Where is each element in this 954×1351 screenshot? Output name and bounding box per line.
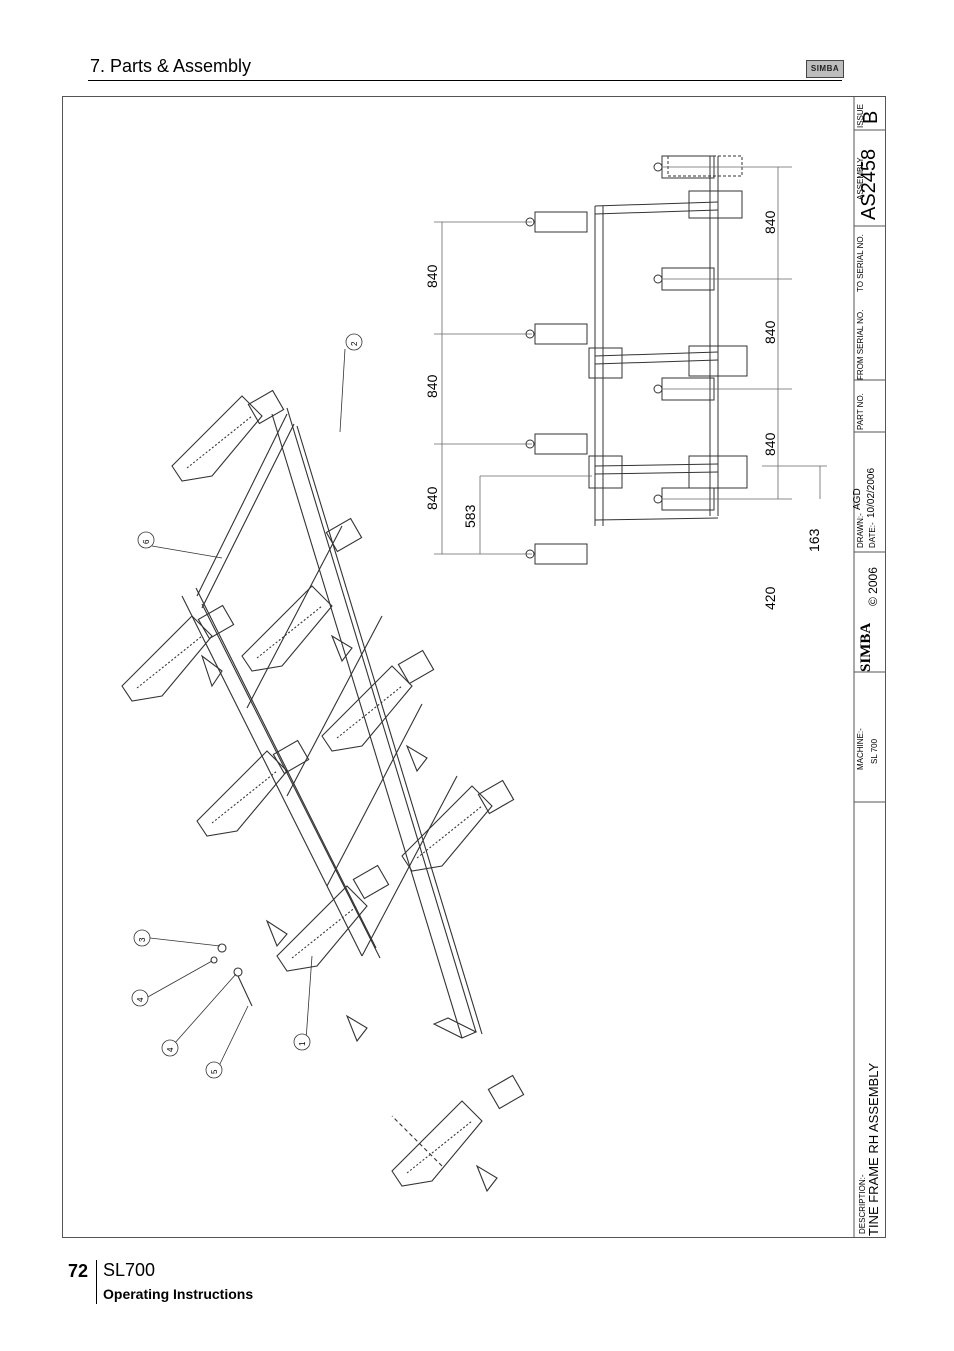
title-block — [853, 96, 886, 1238]
title-block-logo: SIMBA — [858, 622, 874, 672]
footer-divider — [96, 1260, 97, 1304]
page-number: 72 — [68, 1261, 89, 1281]
dim-840-f: 840 — [762, 432, 778, 456]
drawn-label: DRAWN:- — [856, 513, 865, 548]
callout-3: 3 — [138, 937, 147, 942]
dim-840-a: 840 — [424, 264, 440, 288]
dim-163: 163 — [806, 528, 822, 552]
part-no-label: PART NO. — [856, 393, 865, 430]
dim-840-b: 840 — [424, 374, 440, 398]
callout-leaders — [145, 348, 346, 1069]
callout-circles — [131, 333, 363, 1079]
dim-840-c: 840 — [424, 486, 440, 510]
header-rule — [88, 80, 842, 81]
dim-583: 583 — [462, 504, 478, 528]
machine-label: MACHINE:- — [856, 728, 865, 770]
drawing-frame — [62, 96, 886, 1238]
plan-view — [434, 155, 827, 565]
section-title: 7. Parts & Assembly — [90, 56, 252, 76]
isometric-view — [121, 389, 525, 1193]
loose-hardware — [210, 943, 253, 1007]
dim-840-e: 840 — [762, 320, 778, 344]
tine-units-right — [653, 155, 715, 511]
dim-840-d: 840 — [762, 210, 778, 234]
callout-1: 1 — [298, 1041, 307, 1046]
issue-value: B — [860, 110, 882, 124]
from-serial-label: FROM SERIAL NO. — [856, 309, 865, 380]
footer-subtitle: Operating Instructions — [103, 1286, 254, 1302]
assembly-number: AS2458 — [858, 148, 880, 220]
callout-4b: 4 — [166, 1047, 175, 1052]
drawn-value: AGD — [852, 488, 863, 510]
to-serial-label: TO SERIAL NO. — [856, 234, 865, 292]
model-name: SL700 — [103, 1260, 156, 1280]
description-value: TINE FRAME RH ASSEMBLY — [866, 1062, 881, 1236]
assembly-drawing — [121, 96, 886, 1238]
simba-logo: SIMBA — [806, 60, 844, 78]
tine-units-left — [525, 211, 588, 565]
copyright-text: © 2006 — [866, 567, 880, 606]
callout-5: 5 — [210, 1069, 219, 1074]
callout-4a: 4 — [136, 997, 145, 1002]
dimension-lines — [434, 166, 827, 555]
date-label: DATE:- — [868, 522, 877, 548]
callout-2: 2 — [350, 341, 359, 346]
callout-6: 6 — [142, 539, 151, 544]
tine-units-iso — [121, 389, 525, 1193]
dim-420: 420 — [762, 586, 778, 610]
machine-value: SL 700 — [870, 738, 879, 764]
date-value: 10/02/2006 — [866, 467, 877, 518]
